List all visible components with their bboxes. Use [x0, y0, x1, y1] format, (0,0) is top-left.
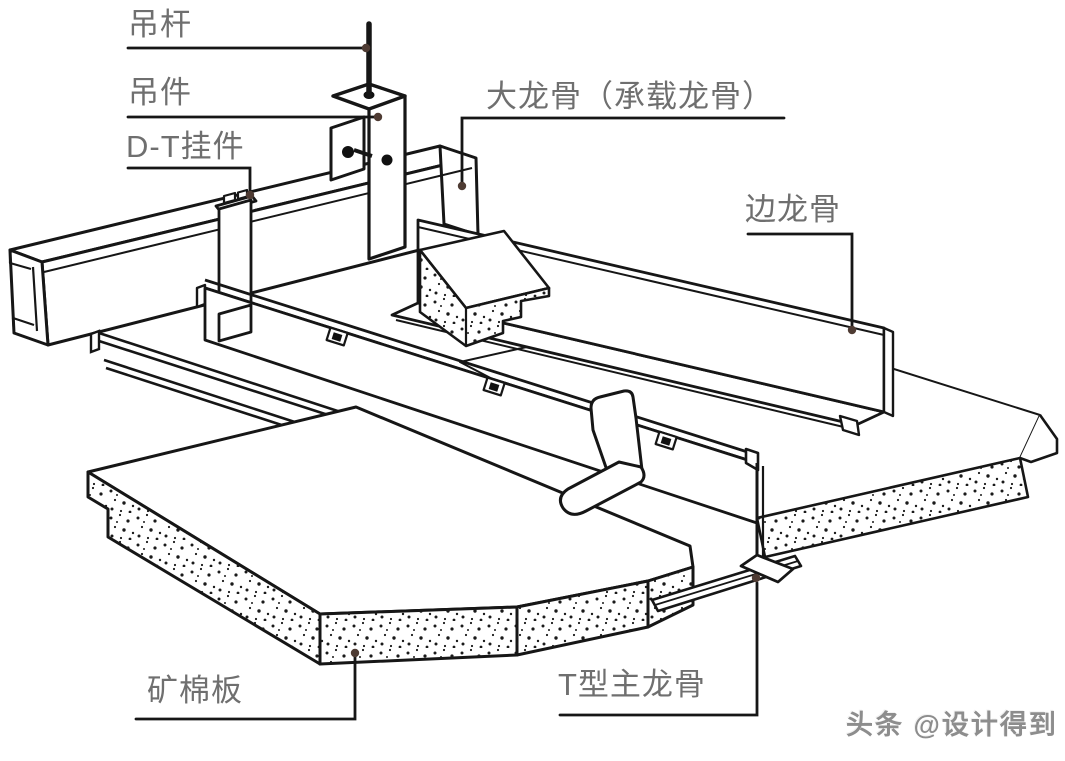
leader-edge-keel — [746, 232, 854, 330]
hanger-assembly — [329, 21, 407, 261]
bolt — [381, 154, 393, 166]
leader-mineral-board — [134, 654, 357, 721]
label-t-main-keel: T型主龙骨 — [558, 667, 706, 702]
runner-slot — [325, 326, 678, 451]
label-main-carrying-keel: 大龙骨（承载龙骨） — [486, 79, 774, 114]
label-hanging-rod: 吊杆 — [128, 7, 192, 42]
leader-t-main-keel — [558, 581, 759, 717]
dt-clip-hook — [217, 303, 253, 343]
main-tee-runner-end — [739, 447, 795, 584]
label-edge-keel: 边龙骨 — [745, 192, 841, 227]
mineral-wool-board — [86, 405, 695, 666]
label-hanger: 吊件 — [128, 75, 192, 110]
leader-lines — [126, 46, 854, 721]
label-dt-clip: D-T挂件 — [126, 129, 245, 164]
watermark: 头条 @设计得到 — [846, 710, 1058, 740]
hook-clip — [558, 389, 646, 516]
cut-board-wedge — [418, 229, 551, 348]
leader-dots — [245, 43, 857, 658]
leader-main-keel — [460, 116, 786, 186]
leader-dt-clip — [126, 166, 252, 195]
bolt — [342, 146, 354, 158]
label-mineral-wool-board: 矿棉板 — [147, 673, 243, 708]
